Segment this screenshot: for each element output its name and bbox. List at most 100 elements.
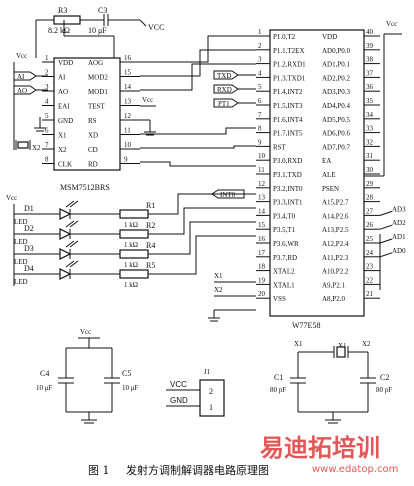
c4-value: 10 μF — [36, 384, 53, 392]
mcu-pin-label: P3.1,TXD — [273, 171, 302, 179]
modem-pin-label: MOD2 — [88, 74, 108, 82]
led-net — [148, 235, 256, 275]
mcu-pin-label: XTAL1 — [273, 281, 295, 289]
j1-pin1: 1 — [209, 403, 213, 412]
c5-value: 10 μF — [122, 384, 139, 392]
ad-bus-label: AD2 — [392, 219, 406, 227]
modem-pin-label: AI — [58, 74, 66, 82]
led-diode — [59, 228, 72, 240]
rxd-port-label: RXD — [217, 86, 232, 94]
led-type: LED — [14, 238, 28, 246]
modem-pin-label: XD — [88, 132, 98, 140]
modem-pin-number: 3 — [45, 83, 49, 91]
mcu-pin-label: ALE — [322, 171, 336, 179]
led-light-arrow — [65, 220, 75, 228]
mcu-pin-number: 18 — [258, 263, 266, 271]
j1-gnd-label: GND — [170, 396, 188, 405]
mcu-pin-label: XTAL2 — [273, 268, 295, 276]
ad-bus-label: AD0 — [392, 247, 406, 255]
mcu-pin-number: 20 — [258, 290, 266, 298]
modem-pin-number: 15 — [124, 69, 132, 77]
led-light-arrow — [69, 220, 79, 228]
modem-pin-number: 12 — [124, 112, 132, 120]
mcu-pin-number: 31 — [366, 152, 374, 160]
mcu-pin-number: 12 — [258, 180, 266, 188]
led-type: LED — [14, 218, 28, 226]
mcu-pin-number: 23 — [366, 263, 374, 271]
modem-pin-number: 5 — [45, 112, 49, 120]
mcu-pin-label: AD2,P0.2 — [322, 74, 351, 82]
figure-number: 图 1 — [88, 464, 110, 477]
modem-pin-number: 14 — [124, 83, 132, 91]
mcu-pin-number: 4 — [258, 69, 262, 77]
mcu-pin-number: 14 — [258, 207, 266, 215]
mcu-pin-label: VSS — [273, 295, 286, 303]
x2-net-label: X2 — [214, 286, 223, 294]
mcu-pin-number: 10 — [258, 152, 266, 160]
mcu-pin-number: 36 — [366, 83, 374, 91]
mcu-chip: 1P1.0,T22P1.1,T2EX3P1.2,RXD14P1.3,TXD15P… — [256, 28, 380, 330]
mcu-pin-label: VDD — [322, 33, 337, 41]
led-resistor — [119, 229, 149, 239]
ad-bus-tap — [379, 210, 393, 216]
c5-label: C5 — [122, 369, 131, 378]
mcu-pin-label: P3.3,INT1 — [273, 199, 303, 207]
led-net — [148, 193, 256, 215]
mcu-pin-label: AD0,P0.0 — [322, 47, 351, 55]
mcu-pin-label: A8,P2.0 — [322, 295, 345, 303]
led-ref: D4 — [24, 264, 34, 273]
mcu-pin-number: 40 — [366, 28, 374, 36]
c1-value: 80 pF — [270, 386, 286, 394]
mcu-pin-label: AD6,P0.6 — [322, 130, 351, 138]
modem-pin-number: 11 — [124, 127, 131, 135]
led-net — [148, 207, 256, 235]
led-diode — [59, 208, 72, 220]
mcu-pin-number: 6 — [258, 97, 262, 105]
mcu-pin-number: 7 — [258, 111, 262, 119]
c4-label: C4 — [40, 369, 49, 378]
mcu-pin-label: P3.0,RXD — [273, 157, 302, 165]
mcu-name: W77E58 — [292, 321, 320, 330]
mcu-pin-label: P1.7,INT5 — [273, 130, 303, 138]
modem-pin-number: 8 — [45, 156, 49, 164]
modem-pin-number: 1 — [45, 54, 49, 62]
modem-pin-label: GND — [58, 117, 73, 125]
mcu-pin-label: AD5,P0.5 — [322, 116, 351, 124]
modem-pin-label: AOG — [88, 59, 103, 67]
mcu-pin-label: P3.5,T1 — [273, 226, 296, 234]
j1-vcc-label: VCC — [170, 380, 187, 389]
resistor-ref: R1 — [146, 201, 155, 210]
int0-port-label: INT0 — [220, 191, 236, 199]
mcu-pin-number: 38 — [366, 56, 374, 64]
mcu-pin-label: P1.4,INT2 — [273, 88, 303, 96]
connector-j1: J1 2 1 VCC GND — [166, 368, 225, 417]
ad-bus-label: AD1 — [392, 233, 406, 241]
watermark-brand: 易迪拓培训 — [260, 434, 380, 462]
led-light-arrow — [65, 260, 75, 268]
modem-pin-number: 4 — [45, 98, 49, 106]
led-diode — [59, 268, 72, 280]
mcu-pin-number: 16 — [258, 235, 266, 243]
led-diode — [59, 248, 72, 260]
mcu-pin-label: PSEN — [322, 185, 339, 193]
rxd-port — [213, 84, 239, 94]
led-resistor — [119, 269, 149, 279]
c3-value: 10 μF — [88, 26, 107, 35]
mcu-pin-label: P3.6,WR — [273, 240, 299, 248]
vcc-top-label: VCC — [148, 23, 164, 32]
mcu-pin-label: A9,P2.1 — [322, 281, 345, 289]
modem-left-nets: Vcc AI AO X2 — [13, 52, 48, 152]
mcu-pin-label: AD1,P0.1 — [322, 61, 351, 69]
led-type: LED — [14, 258, 28, 266]
txd-port — [213, 70, 239, 80]
ad-bus-tap — [379, 252, 393, 258]
mcu-pin-label: P3.7,RD — [273, 254, 297, 262]
mcu-pin-label: AD3,P0.3 — [322, 88, 351, 96]
vcc-mod-label: Vcc — [142, 96, 153, 104]
figure-title: 发射方调制解调器电路原理图 — [126, 463, 269, 477]
modem-pin-number: 7 — [45, 141, 49, 149]
r3-c3-network: R3 8.2 kΩ C3 10 μF VCC — [35, 6, 164, 58]
ao-port — [13, 85, 37, 95]
